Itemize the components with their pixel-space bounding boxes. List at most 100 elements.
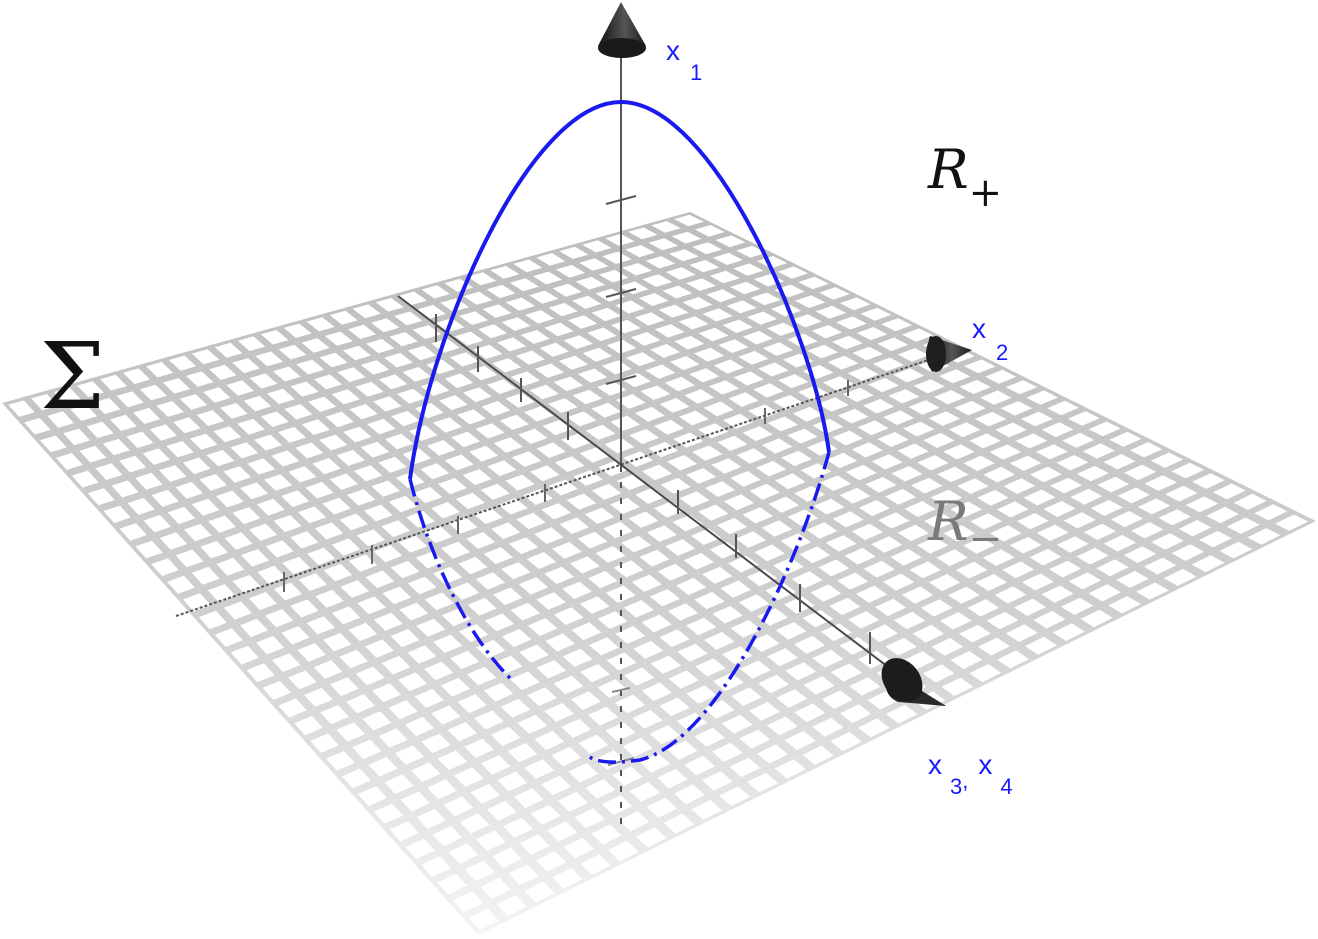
plane-grid-cell [191,498,220,516]
plane-grid-cell [415,551,445,569]
plane-grid-cell [794,635,825,654]
plane-grid-cell [695,658,726,677]
plane-grid-cell [1005,624,1038,642]
plane-grid-cell [331,538,361,556]
plane-grid-cell [390,560,420,579]
plane-grid-cell [399,602,429,621]
plane-grid-cell [605,722,636,742]
plane-grid-cell [548,302,578,317]
plane-grid-cell [248,592,277,611]
plane-grid-cell [902,328,934,342]
plane-grid-cell [224,532,253,550]
plane-grid-cell [501,317,531,331]
plane-grid-cell [893,611,926,630]
plane-grid-cell [294,715,323,736]
plane-grid-cell [1083,523,1116,540]
plane-grid-cell [689,260,720,273]
plane-grid-cell [832,511,864,528]
plane-grid-cell [254,434,283,451]
plane-grid-cell [453,891,483,913]
plane-grid-cell [701,771,733,791]
plane-grid-cell [516,350,546,365]
plane-grid-cell [208,515,236,533]
plane-grid-cell [230,442,259,459]
cone-arrow-icon [926,336,972,372]
plane-grid-cell [265,540,294,558]
plane-grid-cell [719,786,751,807]
plane-grid-cell [256,635,285,655]
plane-grid-cell [736,245,767,258]
plane-grid-cell [437,750,468,770]
plane-grid-cell [603,521,633,539]
plane-grid-cell [444,373,474,389]
plane-grid-cell [982,549,1015,566]
plane-grid-cell [698,423,729,439]
plane-grid-cell [135,472,163,490]
plane-grid-cell [634,312,665,326]
plane-grid-cell [373,612,403,631]
plane-grid-cell [738,594,770,612]
plane-grid-cell [320,705,349,725]
plane-grid-cell [273,582,302,601]
plane-grid-cell [691,800,723,820]
plane-grid-cell [151,558,179,577]
plane-grid-cell [967,599,999,617]
plane-grid-cell [63,428,91,446]
plane-grid-cell [659,398,690,413]
plane-grid-cell [646,525,677,542]
plane-grid-cell [1165,485,1198,502]
plane-grid-cell [541,775,572,796]
plane-grid-cell [191,349,220,365]
plane-grid-cell [409,425,438,441]
plane-grid-cell [346,694,375,714]
plane-grid-cell [530,465,560,482]
plane-grid-cell [553,607,584,625]
sigma-label: Σ [40,323,105,430]
plane-grid-cell [610,497,640,514]
plane-grid-cell [704,631,735,650]
plane-grid-cell [373,803,403,824]
plane-grid-cell [703,401,734,417]
plane-grid-cell [628,227,658,240]
plane-grid-cell [119,523,147,541]
plane-grid-cell [848,611,880,629]
plane-grid-cell [812,649,844,668]
plane-grid-cell [645,364,676,379]
plane-grid-cell [585,424,616,440]
plane-grid-cell [1090,499,1123,516]
plane-grid-cell [440,298,469,312]
plane-grid-cell [562,581,592,599]
plane-grid-cell [578,734,609,754]
plane-grid-cell [368,756,398,777]
plane-grid-cell [232,575,261,593]
plane-grid-cell [103,505,131,523]
plane-grid-cell [492,847,522,868]
plane-grid-cell [996,501,1029,518]
plane-grid-cell [587,571,618,589]
plane-grid-cell [548,479,578,496]
plane-grid-cell [761,438,793,454]
plane-grid-cell [792,406,824,422]
plane-grid-cell [373,545,403,563]
plane-grid-cell [484,613,515,632]
plane-grid-cell [527,618,558,636]
plane-grid-cell [1068,572,1102,590]
plane-grid-cell [284,404,313,420]
plane-grid-cell [802,609,834,628]
plane-grid-cell [246,663,275,683]
plane-grid-cell [352,739,382,760]
plane-grid-cell [382,586,412,605]
plane-grid-cell [389,821,419,842]
plane-grid-cell [678,316,709,330]
plane-grid-cell [451,431,480,448]
plane-grid-cell [483,547,513,565]
plane-grid-cell [669,356,700,371]
plane-grid-cell [301,338,330,353]
plane-grid-cell [200,540,228,559]
plane-grid-cell [885,637,917,656]
plane-grid-cell [159,532,188,550]
plane-grid-cell [806,522,838,539]
plane-grid-cell [475,423,505,439]
plane-grid-cell [963,455,995,471]
